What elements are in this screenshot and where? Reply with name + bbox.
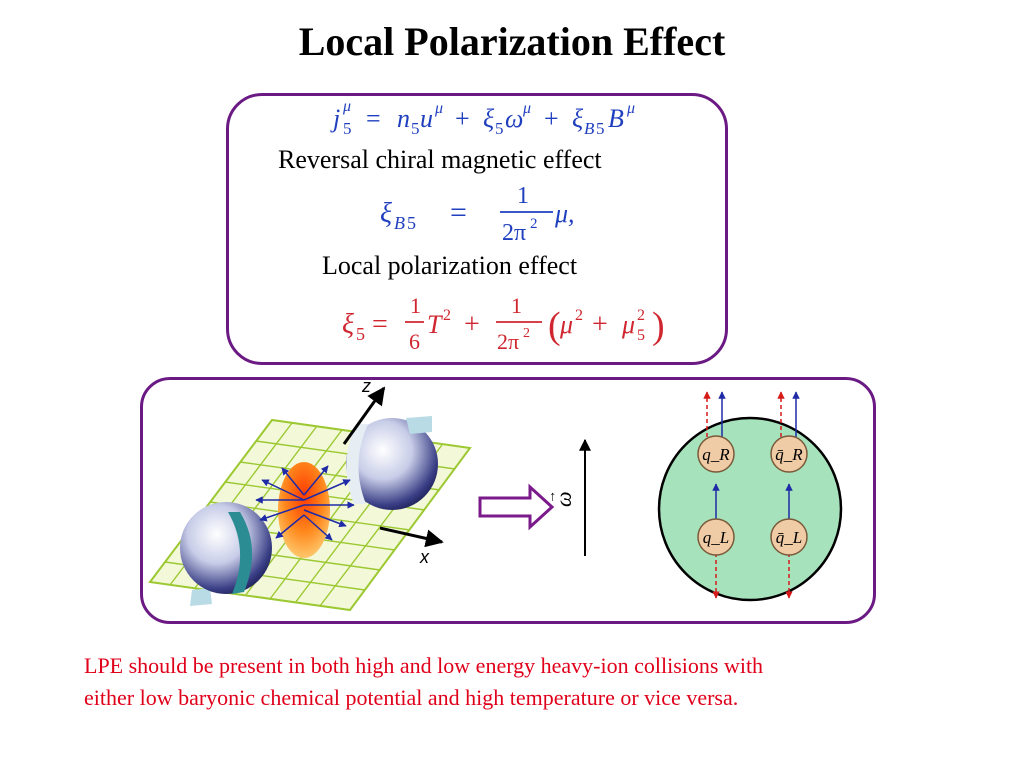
svg-text:2: 2 (637, 307, 645, 324)
svg-text:): ) (652, 305, 665, 347)
x-axis-label: x (419, 547, 430, 567)
svg-text:μ: μ (626, 100, 635, 117)
svg-text:1: 1 (410, 293, 421, 318)
quark-qbar-l (770, 518, 808, 556)
svg-text:ω: ω (505, 104, 523, 133)
svg-text:2π: 2π (502, 220, 526, 246)
svg-text:=: = (366, 104, 381, 133)
svg-text:1: 1 (517, 183, 529, 209)
quark-qbar-r-label: q̄_R (775, 445, 803, 464)
svg-text:μ: μ (621, 310, 635, 339)
right-nucleus (346, 416, 438, 510)
svg-text:5: 5 (343, 119, 352, 138)
svg-text:2: 2 (575, 307, 583, 324)
svg-text:5: 5 (356, 324, 365, 344)
svg-text:5: 5 (637, 327, 645, 344)
svg-text:ξ: ξ (342, 309, 354, 340)
svg-text:2: 2 (530, 216, 538, 232)
svg-text:6: 6 (409, 329, 420, 354)
svg-text:B: B (394, 213, 405, 233)
svg-text:μ,: μ, (554, 199, 575, 228)
svg-text:5: 5 (596, 119, 605, 138)
quark-spin-arrows (703, 391, 800, 599)
svg-text:5: 5 (495, 119, 504, 138)
reversal-cme-label: Reversal chiral magnetic effect (278, 145, 602, 174)
xi-5-equation: ξ 5 = 1 6 T 2 + 1 2π 2 ( μ 2 + μ 2 5 ) (342, 293, 665, 354)
quark-ql-label: q_L (703, 528, 729, 547)
transition-arrow (478, 483, 555, 531)
svg-text:5: 5 (407, 213, 416, 233)
svg-text:=: = (450, 196, 467, 229)
svg-text:μ: μ (342, 98, 351, 115)
z-axis (342, 386, 386, 445)
equation-box (226, 93, 728, 365)
lpe-note-line-2: either low baryonic chemical potential a… (84, 685, 739, 710)
svg-text:μ: μ (434, 100, 443, 117)
svg-text:5: 5 (411, 119, 420, 138)
svg-text:+: + (544, 104, 559, 133)
page-title: Local Polarization Effect (298, 19, 726, 64)
svg-text:2π: 2π (497, 329, 519, 354)
z-axis-label: z (361, 376, 371, 396)
quark-qbar-r (770, 435, 808, 473)
quark-ql (697, 518, 735, 556)
svg-text:2: 2 (523, 326, 530, 341)
svg-text:+: + (455, 104, 470, 133)
svg-text:μ: μ (522, 100, 531, 117)
svg-text:(: ( (548, 305, 561, 347)
svg-text:ξ: ξ (380, 198, 392, 229)
xi-b5-equation: ξ B 5 = 1 2π 2 μ, (380, 183, 575, 246)
quark-qr (697, 435, 735, 473)
left-nucleus (180, 502, 272, 606)
svg-text:ξ: ξ (572, 104, 584, 133)
svg-text:u: u (420, 104, 433, 133)
svg-text:ξ: ξ (483, 104, 495, 133)
svg-text:j: j (330, 104, 340, 133)
lpe-note-line-1: LPE should be present in both high and l… (84, 653, 764, 678)
lpe-note: LPE should be present in both high and l… (84, 650, 984, 714)
svg-text:+: + (464, 309, 480, 340)
quark-qr-label: q_R (702, 445, 730, 464)
svg-text:+: + (592, 309, 608, 340)
omega-label: ω (551, 491, 576, 507)
current-equation: j 5 μ = n 5 u μ + ξ 5 ω μ + ξ B 5 B μ (330, 98, 635, 138)
vector-arrow-accent: → (544, 490, 559, 504)
svg-text:2: 2 (443, 307, 451, 324)
x-axis (379, 526, 444, 548)
svg-text:1: 1 (511, 293, 522, 318)
quark-sphere (657, 416, 843, 602)
figure-box (140, 377, 876, 624)
svg-text:B: B (584, 119, 595, 138)
svg-text:B: B (608, 104, 624, 133)
svg-text:=: = (372, 309, 388, 340)
quark-qbar-l-label: q̄_L (776, 528, 802, 547)
collision-illustration (148, 386, 472, 612)
svg-text:μ: μ (559, 310, 573, 339)
svg-text:n: n (397, 104, 410, 133)
lpe-label: Local polarization effect (322, 251, 578, 280)
svg-text:T: T (427, 310, 443, 339)
polarization-arrows (255, 465, 355, 541)
